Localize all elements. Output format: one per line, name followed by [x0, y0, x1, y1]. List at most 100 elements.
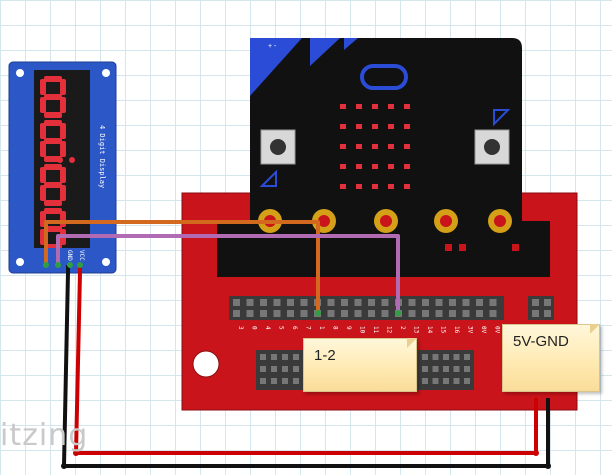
- note-power-text: 5V-GND: [513, 333, 569, 350]
- pin-label: 8: [332, 326, 339, 330]
- microbit-blue-corner: [250, 38, 302, 96]
- header-pin: [341, 310, 348, 317]
- header-pin: [453, 378, 460, 384]
- header-pin: [443, 366, 449, 372]
- led: [404, 104, 410, 109]
- seven-segment-digit: [40, 164, 66, 206]
- header-pin: [422, 310, 429, 317]
- led-matrix: [340, 104, 410, 189]
- orange-wire: [44, 220, 320, 313]
- lower-left-pin-header: [256, 350, 306, 390]
- lower-middle-pin-header: [418, 350, 474, 390]
- header-pin: [260, 378, 266, 384]
- header-pin: [354, 310, 362, 317]
- led: [372, 104, 378, 109]
- header-pin: [432, 354, 439, 360]
- header-pin: [476, 299, 483, 306]
- led: [372, 164, 378, 169]
- led: [372, 184, 378, 189]
- button-b-marker-icon: [493, 109, 511, 127]
- pin-gnd-label: GND: [66, 250, 73, 261]
- led: [372, 124, 378, 129]
- led: [404, 144, 410, 149]
- led: [388, 184, 394, 189]
- led: [340, 164, 346, 169]
- header-pin: [271, 378, 277, 384]
- button-a-marker-icon: [259, 169, 277, 187]
- header-pin: [287, 310, 294, 317]
- display-side-label: 4 Digit Display: [98, 125, 106, 188]
- header-pin: [381, 310, 389, 317]
- led: [356, 124, 362, 129]
- power-pin-header: [528, 296, 554, 320]
- header-pin: [368, 310, 375, 317]
- note-pins-text: 1-2: [314, 347, 336, 364]
- led: [340, 104, 346, 109]
- led: [404, 184, 410, 189]
- pin-label: 0V: [480, 326, 487, 334]
- header-pin: [260, 366, 266, 372]
- seven-segment-digit: [40, 120, 66, 162]
- header-pin: [453, 354, 460, 360]
- led: [356, 184, 362, 189]
- button-a[interactable]: [260, 129, 296, 165]
- pin-label: 13: [413, 326, 420, 334]
- header-pin: [293, 366, 299, 372]
- wires: [43, 220, 551, 469]
- header-pin: [462, 299, 470, 306]
- led: [388, 104, 394, 109]
- header-pin: [282, 378, 288, 384]
- header-pin: [327, 299, 335, 306]
- header-pin: [246, 299, 254, 306]
- pin-vcc-label: VCC: [78, 250, 85, 261]
- note-power[interactable]: 5V-GND: [502, 324, 600, 392]
- header-pin: [435, 310, 443, 317]
- header-pin: [443, 378, 449, 384]
- led: [404, 124, 410, 129]
- header-pin: [246, 310, 254, 317]
- header-pin: [260, 310, 267, 317]
- led: [356, 144, 362, 149]
- header-pin: [422, 366, 428, 372]
- header-pin: [532, 310, 539, 317]
- microbit-board: + -: [250, 38, 522, 233]
- header-pin: [453, 366, 460, 372]
- pin-label: 6: [291, 326, 298, 330]
- pin-label: 15: [440, 326, 447, 334]
- header-pin: [293, 354, 299, 360]
- header-pin: [422, 299, 429, 306]
- microbit-logo: [360, 64, 408, 90]
- header-pin: [271, 366, 277, 372]
- button-b[interactable]: [474, 129, 510, 165]
- purple-wire: [56, 234, 400, 313]
- led: [340, 184, 346, 189]
- pin-label: 9: [345, 326, 352, 330]
- led: [340, 144, 346, 149]
- pin-label: 3V: [467, 326, 474, 334]
- note-pins[interactable]: 1-2: [303, 338, 417, 392]
- pin-label: 7: [305, 326, 312, 330]
- header-pin: [449, 310, 456, 317]
- led: [356, 104, 362, 109]
- header-pin: [489, 299, 497, 306]
- header-pin: [532, 299, 539, 306]
- header-pin: [464, 378, 470, 384]
- header-pin: [233, 310, 240, 317]
- header-pin: [432, 366, 439, 372]
- header-pin: [273, 299, 281, 306]
- pin-label: 16: [453, 326, 460, 334]
- pin-label: 5: [278, 326, 285, 330]
- header-pin: [408, 310, 416, 317]
- mounting-hole: [192, 350, 220, 378]
- pin-label: 12: [386, 326, 393, 334]
- svg-text:+ -: + -: [268, 43, 277, 50]
- header-pin: [293, 378, 299, 384]
- header-pin: [300, 299, 308, 306]
- led: [388, 144, 394, 149]
- header-pin: [341, 299, 348, 306]
- header-pin: [449, 299, 456, 306]
- header-pin: [476, 310, 483, 317]
- led: [388, 124, 394, 129]
